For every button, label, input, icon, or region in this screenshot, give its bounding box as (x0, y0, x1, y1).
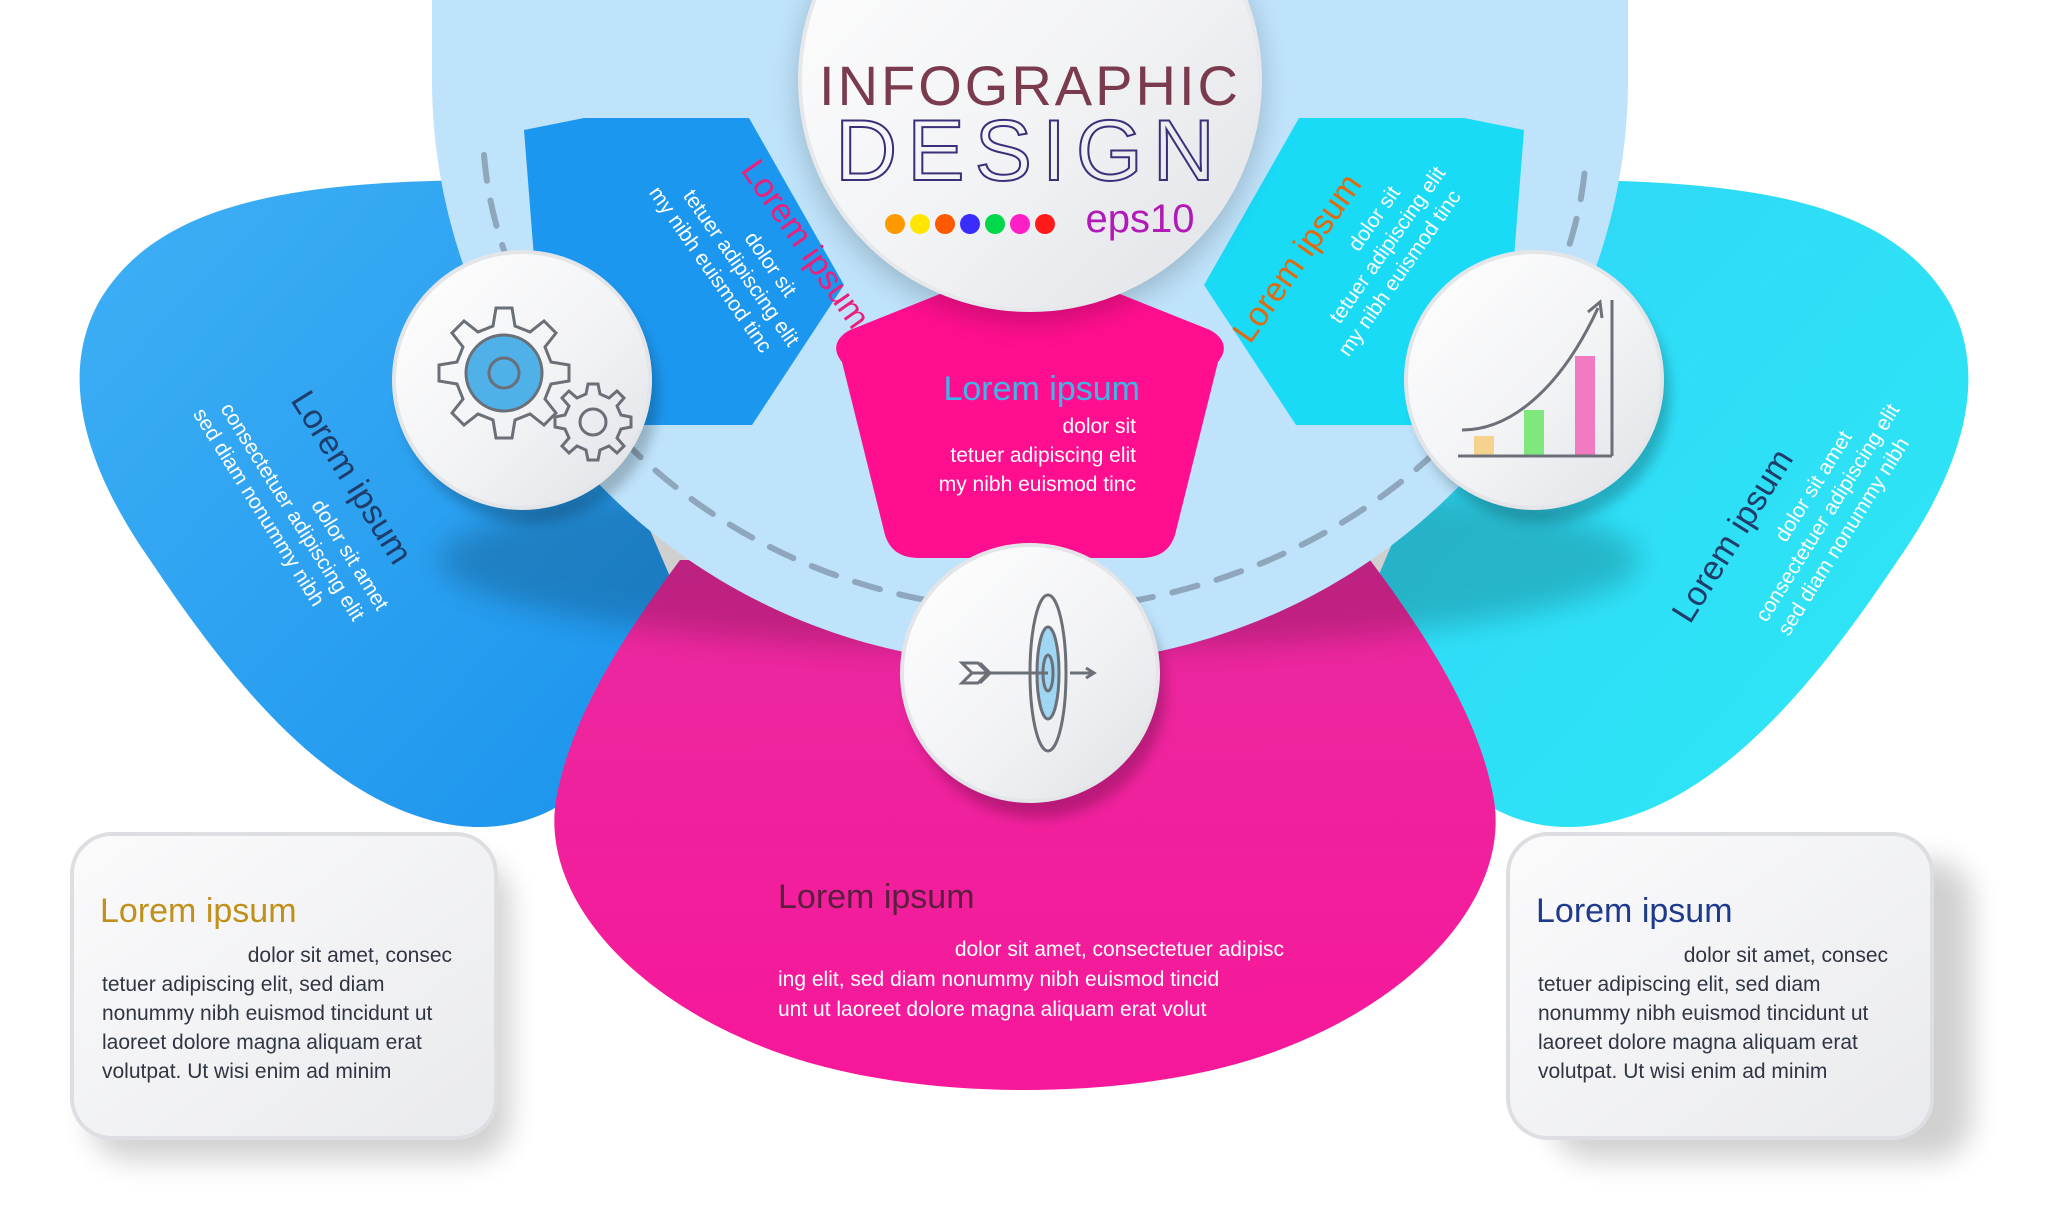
chart-circle (1404, 250, 1670, 523)
note-right-line-3: nonummy nibh euismod tincidunt ut (1538, 1002, 1869, 1025)
center-title: Lorem ipsum (943, 370, 1140, 408)
note-left-title: Lorem ipsum (100, 892, 297, 930)
note-card-left (70, 832, 510, 1160)
color-dot (960, 214, 980, 234)
note-right-line-4: laoreet dolore magna aliquam erat (1538, 1031, 1858, 1054)
note-right-line-1: dolor sit amet, consec (1684, 944, 1888, 967)
note-left-line-5: volutpat. Ut wisi enim ad minim (102, 1060, 391, 1083)
note-left-line-3: nonummy nibh euismod tincidunt ut (102, 1002, 433, 1025)
gears-circle (392, 250, 658, 523)
bottom-petal (554, 560, 1496, 1090)
bottom-petal-line-2: ing elit, sed diam nonummy nibh euismod … (778, 968, 1219, 991)
growth-chart-icon (1458, 299, 1614, 458)
color-dots (885, 214, 1055, 234)
bottom-petal-line-1: dolor sit amet, consectetuer adipisc (955, 938, 1284, 961)
color-dot (885, 214, 905, 234)
gears-icon (437, 306, 633, 462)
color-dot (910, 214, 930, 234)
center-hexagon (836, 270, 1224, 558)
header-version: eps10 (1086, 197, 1195, 241)
bottom-petal-line-3: unt ut laoreet dolore magna aliquam erat… (778, 998, 1207, 1021)
bottom-petal-title: Lorem ipsum (778, 878, 975, 916)
center-line-3: my nibh euismod tinc (939, 473, 1136, 496)
target-arrow-icon (958, 593, 1097, 753)
note-right-line-2: tetuer adipiscing elit, sed diam (1538, 973, 1821, 996)
note-right-line-5: volutpat. Ut wisi enim ad minim (1538, 1060, 1827, 1083)
target-circle (900, 543, 1166, 818)
note-left-line-2: tetuer adipiscing elit, sed diam (102, 973, 385, 996)
center-line-2: tetuer adipiscing elit (950, 444, 1136, 467)
color-dot (1035, 214, 1055, 234)
color-dot (985, 214, 1005, 234)
color-dot (1010, 214, 1030, 234)
header-title-line2: DESIGN (835, 103, 1225, 199)
note-left-line-4: laoreet dolore magna aliquam erat (102, 1031, 422, 1054)
header-title-line1: INFOGRAPHIC (819, 54, 1241, 117)
note-left-line-1: dolor sit amet, consec (248, 944, 452, 967)
note-card-right (1506, 832, 1972, 1160)
center-line-1: dolor sit (1062, 415, 1136, 438)
note-right-title: Lorem ipsum (1536, 892, 1733, 930)
color-dot (935, 214, 955, 234)
